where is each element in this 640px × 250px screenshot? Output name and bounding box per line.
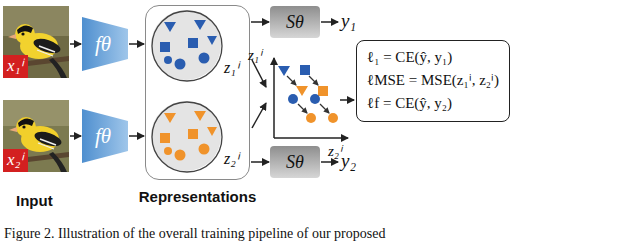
encoder-trapezoid: fθ (82, 109, 128, 163)
classifier-box: Sθ (270, 146, 320, 178)
classifier-label: Sθ (286, 12, 304, 33)
flow-arrow (70, 135, 81, 137)
flow-arrow (129, 43, 144, 45)
loss-arrow (340, 99, 354, 101)
output-arrows (321, 22, 338, 162)
feature-cluster: z₂ⁱ (151, 101, 223, 173)
classifier-box: Sθ (270, 6, 320, 38)
loss-box: ℓ₁ = CE(ŷ, y₁)ℓMSE = MSE(z₁ⁱ, z₂ⁱ)ℓf = C… (356, 40, 510, 122)
input-image: x₁ⁱ (3, 6, 69, 78)
image-tag: x₁ⁱ (3, 55, 28, 78)
loss-formula: ℓMSE = MSE(z₁ⁱ, z₂ⁱ) (367, 69, 499, 92)
loss-formula: ℓ₁ = CE(ŷ, y₁) (367, 46, 499, 69)
input-image: x₂ⁱ (3, 100, 69, 172)
flow-arrow (251, 161, 269, 163)
output-label: y₁ (341, 10, 356, 32)
cluster-label: z₂ⁱ (224, 147, 239, 169)
output-label: y₂ (341, 150, 356, 172)
axis-label: z₂ⁱ (328, 140, 342, 160)
section-label: Input (16, 192, 53, 209)
bird-image (3, 6, 69, 78)
box-heading: Representations (139, 188, 257, 205)
plot-axes (274, 58, 348, 138)
image-tag: x₂ⁱ (3, 149, 28, 172)
feature-cluster: z₁ⁱ (151, 10, 223, 82)
blue-features (160, 20, 217, 70)
bird-image (3, 100, 69, 172)
classifier-label: Sθ (286, 152, 304, 173)
merge-arrows (252, 60, 266, 128)
flow-arrow (129, 135, 144, 137)
loss-formula: ℓf = CE(ŷ, y₂) (367, 92, 499, 115)
encoder-label: fθ (95, 32, 111, 57)
alignment-pairs (278, 65, 338, 123)
cluster-label: z₁ⁱ (224, 56, 239, 78)
encoder-label: fθ (95, 124, 111, 149)
cluster-fill (151, 10, 221, 171)
encoder-trapezoid: fθ (82, 17, 128, 71)
cluster-outline (151, 10, 223, 82)
figure-caption: Figure 2. Illustration of the overall tr… (4, 226, 385, 242)
flow-arrow (251, 21, 269, 23)
representation-box: Representationsz₁ⁱz₂ⁱ (145, 5, 250, 180)
axis-label: z₁ⁱ (248, 44, 262, 64)
orange-features (160, 111, 217, 161)
cluster-outline (151, 101, 223, 173)
flow-arrow (70, 43, 81, 45)
